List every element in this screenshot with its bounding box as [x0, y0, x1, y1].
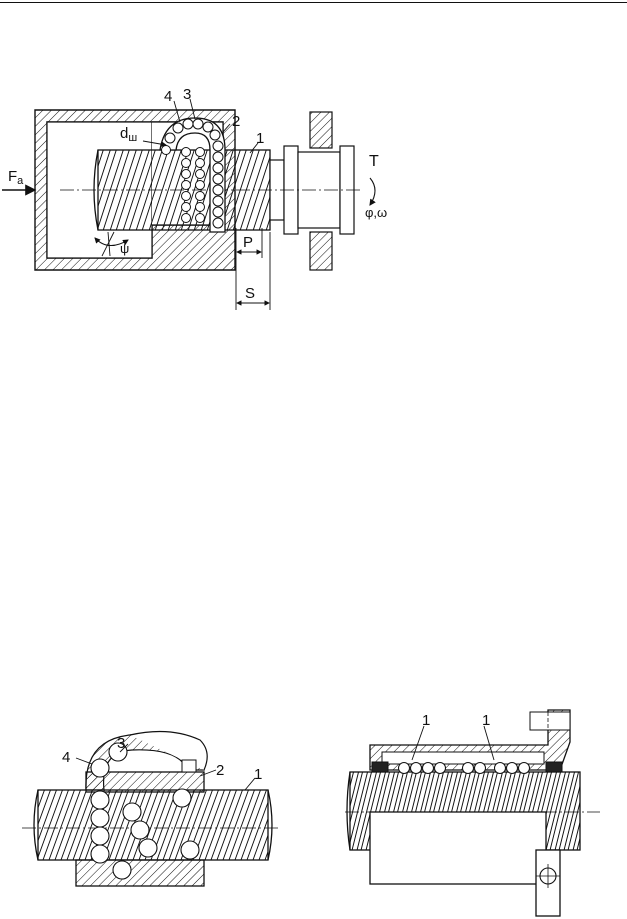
seal-right [545, 761, 563, 773]
nut-cylinder [369, 811, 547, 885]
label-angles: φ,ω [365, 205, 387, 220]
lead-angle-arc [94, 237, 129, 246]
figure-double-nut-assembly: 1 1 [345, 709, 600, 917]
page-top-rule [0, 2, 627, 3]
label-torque: T [369, 153, 379, 170]
mounting-bracket [535, 849, 561, 917]
seal-left [371, 761, 389, 773]
bearing-support [309, 111, 333, 271]
double-nut-balls [398, 762, 530, 774]
ball-return-tube [159, 117, 226, 233]
leader-lines-br [411, 725, 495, 761]
label-1: 1 [256, 130, 264, 147]
figure-ball-screw-scheme: 4 3 2 1 dш Fa T φ,ω ψ P S [2, 86, 387, 310]
label-br-1b: 1 [482, 712, 490, 729]
dimension-lines [235, 228, 271, 310]
torque-arrow [369, 177, 376, 206]
label-lead-angle: ψ [120, 241, 129, 256]
label-2: 2 [232, 113, 240, 130]
label-stroke: S [245, 285, 255, 302]
label-axial-force: Fa [8, 168, 24, 187]
label-4: 4 [164, 88, 172, 105]
leader-lines [142, 98, 259, 154]
leader-lines-bl [75, 743, 256, 791]
nut-body-bottom [75, 859, 205, 887]
label-bl-1: 1 [254, 766, 262, 783]
nut-balls [90, 742, 200, 880]
label-bl-4: 4 [62, 749, 70, 766]
label-pitch: P [243, 234, 253, 251]
label-ball-diameter: dш [120, 125, 137, 144]
label-bl-2: 2 [216, 762, 224, 779]
label-bl-3: 3 [117, 735, 125, 752]
label-3: 3 [183, 86, 191, 103]
figure-ball-nut-section: 3 4 2 1 [22, 730, 280, 887]
label-br-1a: 1 [422, 712, 430, 729]
return-tube-balls [161, 118, 224, 229]
